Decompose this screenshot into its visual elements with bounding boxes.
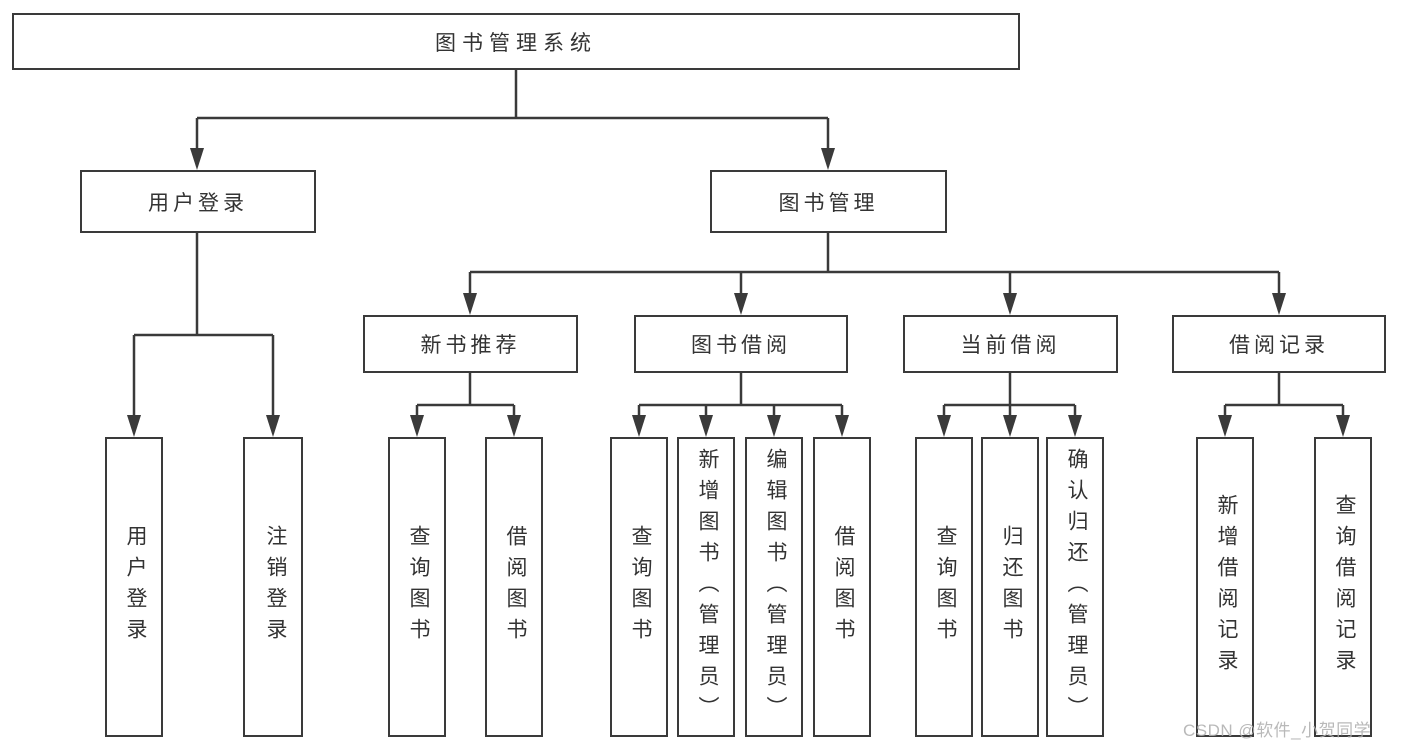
- leaf-add-borrow-record: 新增借阅记录: [1196, 437, 1254, 737]
- leaf-return-book-label: 归还图书: [1000, 525, 1023, 649]
- node-user-login-label: 用户登录: [148, 191, 248, 215]
- connector-book-management-to-sections: [463, 233, 1286, 315]
- connector-current-borrow-to-leaves: [937, 373, 1082, 437]
- leaf-query-books-current: 查询图书: [915, 437, 973, 737]
- leaf-query-books-recommend-label: 查询图书: [407, 525, 430, 649]
- leaf-confirm-return-admin: 确认归还（管理员）: [1046, 437, 1104, 737]
- connector-root-to-level2: [190, 70, 835, 170]
- node-root: 图书管理系统: [12, 13, 1020, 70]
- leaf-query-borrow-record-label: 查询借阅记录: [1333, 494, 1356, 680]
- node-current-borrow-label: 当前借阅: [960, 334, 1061, 357]
- leaf-edit-book-admin-label: 编辑图书（管理员）: [764, 447, 787, 727]
- leaf-query-books-borrow-label: 查询图书: [629, 525, 652, 649]
- node-root-label: 图书管理系统: [435, 31, 597, 55]
- leaf-query-borrow-record: 查询借阅记录: [1314, 437, 1372, 737]
- connector-book-borrow-to-leaves: [632, 373, 849, 437]
- leaf-confirm-return-admin-label: 确认归还（管理员）: [1065, 447, 1088, 727]
- leaf-borrow-books: 借阅图书: [813, 437, 871, 737]
- leaf-query-books-borrow: 查询图书: [610, 437, 668, 737]
- leaf-add-borrow-record-label: 新增借阅记录: [1215, 494, 1238, 680]
- connector-user-login-to-leaves: [127, 233, 280, 437]
- leaf-logout: 注销登录: [243, 437, 303, 737]
- leaf-add-book-admin-label: 新增图书（管理员）: [696, 447, 719, 727]
- leaf-query-books-current-label: 查询图书: [934, 525, 957, 649]
- leaf-user-login: 用户登录: [105, 437, 163, 737]
- leaf-borrow-books-recommend-label: 借阅图书: [504, 525, 527, 649]
- leaf-add-book-admin: 新增图书（管理员）: [677, 437, 735, 737]
- leaf-logout-label: 注销登录: [264, 525, 287, 649]
- node-user-login: 用户登录: [80, 170, 316, 233]
- node-borrow-records-label: 借阅记录: [1229, 334, 1329, 357]
- leaf-edit-book-admin: 编辑图书（管理员）: [745, 437, 803, 737]
- connector-borrow-records-to-leaves: [1218, 373, 1350, 437]
- node-new-book-recommend: 新书推荐: [363, 315, 578, 373]
- connector-new-book-recommend-to-leaves: [410, 373, 521, 437]
- leaf-return-book: 归还图书: [981, 437, 1039, 737]
- node-book-borrow-label: 图书借阅: [691, 334, 791, 357]
- node-borrow-records: 借阅记录: [1172, 315, 1386, 373]
- leaf-user-login-label: 用户登录: [124, 525, 147, 649]
- leaf-query-books-recommend: 查询图书: [388, 437, 446, 737]
- node-book-management-label: 图书管理: [778, 191, 879, 215]
- csdn-watermark: CSDN @软件_小贺同学: [1183, 721, 1372, 740]
- leaf-borrow-books-label: 借阅图书: [832, 525, 855, 649]
- leaf-borrow-books-recommend: 借阅图书: [485, 437, 543, 737]
- node-book-management: 图书管理: [710, 170, 947, 233]
- node-current-borrow: 当前借阅: [903, 315, 1118, 373]
- node-new-book-recommend-label: 新书推荐: [420, 334, 521, 357]
- node-book-borrow: 图书借阅: [634, 315, 848, 373]
